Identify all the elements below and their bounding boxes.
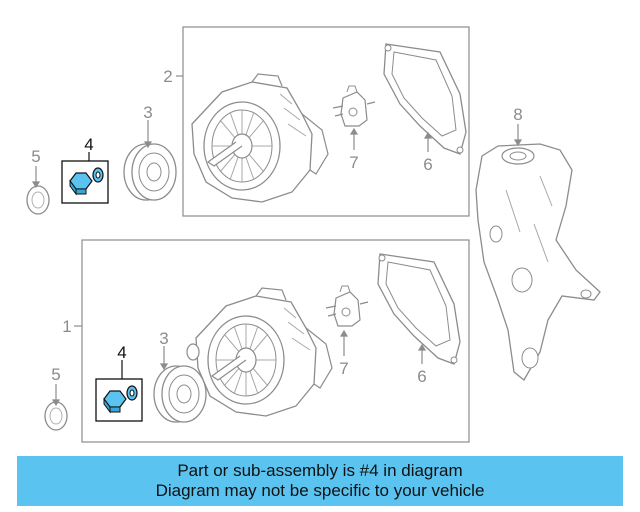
banner-line-disclaimer: Diagram may not be specific to your vehi… [155, 481, 485, 500]
parts-diagram: 2 1 3 3 5 5 7 7 6 6 8 4 4 [26, 26, 601, 443]
nut-group-top [61, 160, 109, 204]
top-assembly-box [182, 26, 470, 217]
callout-3-top: 3 [143, 103, 152, 122]
cover-bottom [377, 253, 461, 365]
callout-5-top: 5 [31, 147, 40, 166]
callout-4-bottom: 4 [117, 343, 126, 362]
alternator-top [191, 73, 329, 203]
washer-bottom [186, 343, 200, 361]
pulley-top [123, 143, 177, 201]
pulley-bottom [153, 365, 207, 423]
callout-4-top: 4 [84, 135, 93, 154]
mounting-bracket [475, 143, 601, 381]
callout-8: 8 [513, 105, 522, 124]
callout-6-bottom: 6 [417, 367, 426, 386]
alternator-bottom [195, 287, 333, 417]
callout-7-bottom: 7 [339, 359, 348, 378]
banner-line-part: Part or sub-assembly is #4 in diagram [177, 461, 463, 480]
cap-bottom [44, 401, 68, 431]
callout-1: 1 [62, 317, 71, 336]
bottom-assembly-box [81, 239, 470, 443]
callout-5-bottom: 5 [51, 365, 60, 384]
regulator-top [332, 85, 376, 127]
cap-top [26, 185, 50, 215]
callout-7-top: 7 [349, 153, 358, 172]
nut-group-bottom [95, 378, 143, 422]
info-banner: Part or sub-assembly is #4 in diagram Di… [17, 456, 623, 506]
callout-3-bottom: 3 [159, 329, 168, 348]
callout-6-top: 6 [423, 155, 432, 174]
callout-2: 2 [163, 67, 172, 86]
regulator-bottom [325, 285, 369, 327]
